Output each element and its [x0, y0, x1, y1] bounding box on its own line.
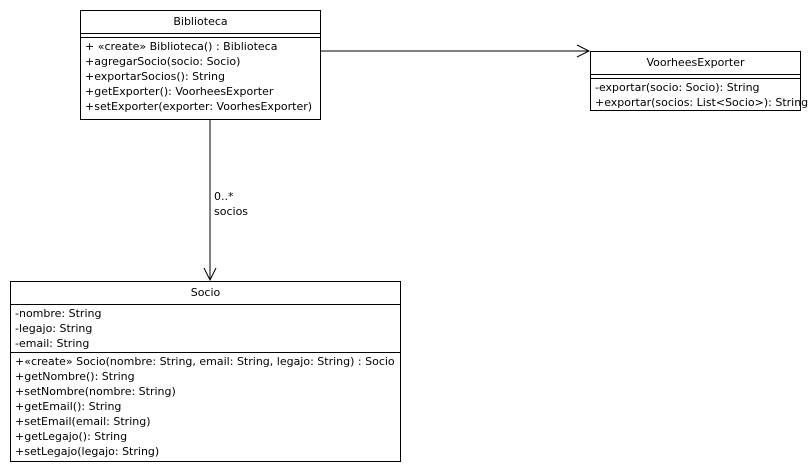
methods-compartment: -exportar(socio: Socio): String +exporta…: [591, 79, 809, 111]
methods-compartment: +«create» Socio(nombre: String, email: S…: [11, 353, 400, 460]
attribute: -nombre: String: [15, 307, 102, 320]
method: +agregarSocio(socio: Socio): [85, 55, 241, 68]
attributes-compartment: -nombre: String -legajo: String -email: …: [11, 305, 400, 353]
attributes-compartment: [591, 75, 800, 79]
method: +«create» Socio(nombre: String, email: S…: [15, 355, 395, 368]
arrowhead-voorhees: [576, 44, 591, 58]
class-socio[interactable]: Socio -nombre: String -legajo: String -e…: [10, 281, 401, 462]
method: +getNombre(): String: [15, 370, 135, 383]
method: +setNombre(nombre: String): [15, 385, 176, 398]
arrowhead-socio: [203, 267, 217, 282]
method: +setEmail(email: String): [15, 415, 151, 428]
method: +getLegajo(): String: [15, 430, 128, 443]
attribute: -legajo: String: [15, 322, 93, 335]
method: +getExporter(): VoorheesExporter: [85, 85, 274, 98]
role-label: socios: [214, 205, 249, 218]
class-biblioteca[interactable]: Biblioteca + «create» Biblioteca() : Bib…: [80, 10, 321, 120]
attributes-compartment: [81, 34, 320, 38]
multiplicity-label: 0..*: [214, 190, 234, 203]
method: + «create» Biblioteca() : Biblioteca: [85, 40, 278, 53]
class-voorhees-exporter[interactable]: VoorheesExporter -exportar(socio: Socio)…: [590, 51, 809, 111]
method: +exportarSocios(): String: [85, 70, 226, 83]
method: +exportar(socios: List<Socio>): String: [595, 96, 809, 109]
method: +setLegajo(legajo: String): [15, 445, 160, 458]
method: +setExporter(exporter: VoorhesExporter): [85, 100, 313, 113]
methods-compartment: + «create» Biblioteca() : Biblioteca +ag…: [81, 38, 320, 115]
method: +getEmail(): String: [15, 400, 122, 413]
method: -exportar(socio: Socio): String: [595, 81, 760, 94]
attribute: -email: String: [15, 337, 90, 350]
class-name: Socio: [11, 282, 400, 305]
class-name: VoorheesExporter: [591, 52, 800, 75]
class-name: Biblioteca: [81, 11, 320, 34]
